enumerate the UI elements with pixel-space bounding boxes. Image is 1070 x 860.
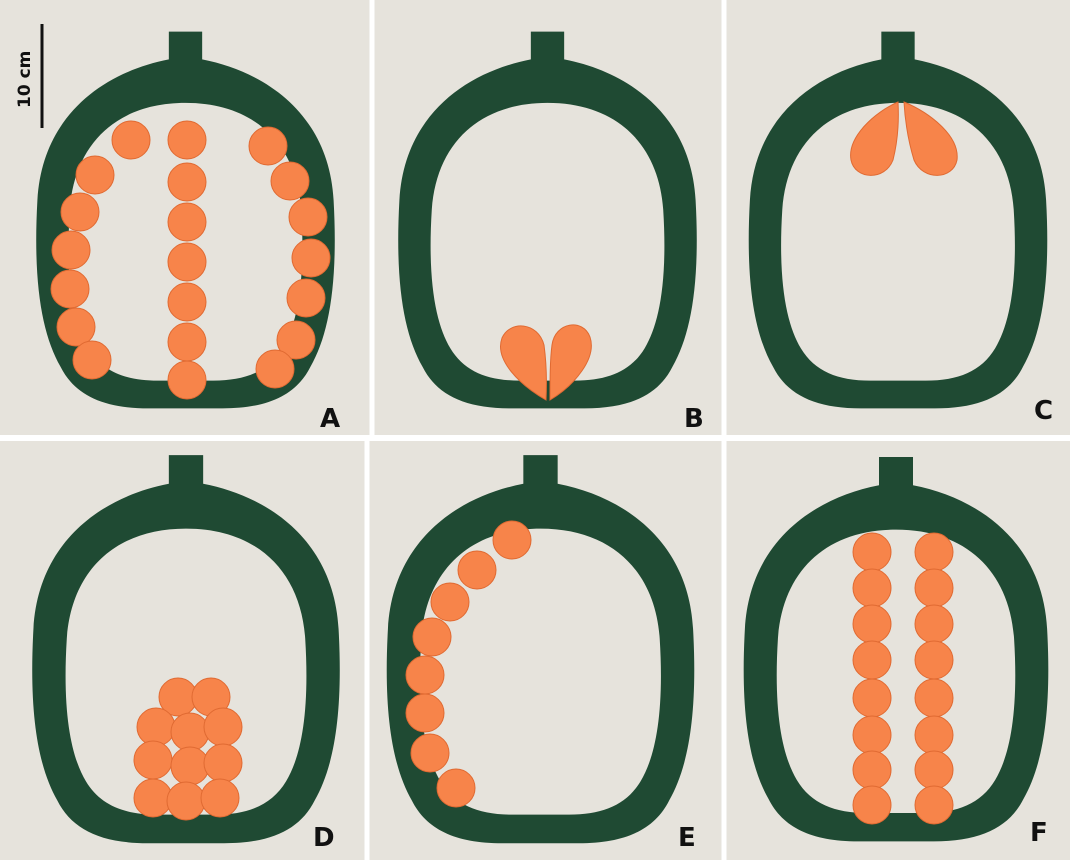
seed-disc	[853, 605, 891, 643]
seed-disc	[76, 156, 114, 194]
seed-disc	[413, 618, 451, 656]
seed-disc	[201, 779, 239, 817]
panel-label-a: A	[320, 404, 340, 434]
seed-disc	[853, 641, 891, 679]
seed-disc	[289, 198, 327, 236]
seed-disc	[853, 716, 891, 754]
seed-disc	[915, 641, 953, 679]
seed-disc	[51, 270, 89, 308]
seed-disc	[167, 782, 205, 820]
seed-disc	[915, 569, 953, 607]
scale-bar-label: 10 cm	[15, 51, 35, 108]
seed-disc	[431, 583, 469, 621]
seed-disc	[406, 694, 444, 732]
seed-disc	[61, 193, 99, 231]
panel-f	[724, 438, 1070, 860]
seed-disc	[168, 121, 206, 159]
seed-disc	[112, 121, 150, 159]
seed-disc	[853, 679, 891, 717]
panel-label-e: E	[678, 823, 696, 853]
seed-disc	[134, 779, 172, 817]
seed-disc	[137, 708, 175, 746]
seed-disc	[204, 744, 242, 782]
seed-disc	[915, 786, 953, 824]
panel-a	[0, 0, 372, 438]
seed-disc	[406, 656, 444, 694]
seed-disc	[171, 747, 209, 785]
seed-disc	[915, 605, 953, 643]
seed-disc	[57, 308, 95, 346]
seed-disc	[73, 341, 111, 379]
seed-disc	[493, 521, 531, 559]
seed-disc	[287, 279, 325, 317]
seed-disc	[168, 243, 206, 281]
seed-disc	[168, 203, 206, 241]
seed-disc	[853, 569, 891, 607]
panel-d	[0, 438, 367, 860]
seed-disc	[292, 239, 330, 277]
seed-disc	[256, 350, 294, 388]
panel-c	[724, 0, 1070, 438]
seed-disc	[915, 533, 953, 571]
seed-disc	[249, 127, 287, 165]
seed-disc	[411, 734, 449, 772]
seed-disc	[204, 708, 242, 746]
panel-label-b: B	[684, 404, 704, 434]
seed-disc	[168, 323, 206, 361]
seed-disc	[271, 162, 309, 200]
panel-label-d: D	[313, 823, 335, 853]
seed-disc	[134, 741, 172, 779]
panel-e	[367, 438, 724, 860]
seed-disc	[853, 786, 891, 824]
seed-disc	[853, 751, 891, 789]
seed-disc	[171, 713, 209, 751]
seed-disc	[52, 231, 90, 269]
seed-disc	[168, 283, 206, 321]
seed-disc	[168, 361, 206, 399]
seed-disc	[915, 716, 953, 754]
seed-disc	[915, 679, 953, 717]
seed-disc	[168, 163, 206, 201]
panel-b	[372, 0, 724, 438]
seed-disc	[437, 769, 475, 807]
seed-disc	[915, 751, 953, 789]
panel-label-f: F	[1030, 818, 1048, 848]
seed-disc	[458, 551, 496, 589]
seed-disc	[853, 533, 891, 571]
panel-label-c: C	[1034, 396, 1053, 426]
